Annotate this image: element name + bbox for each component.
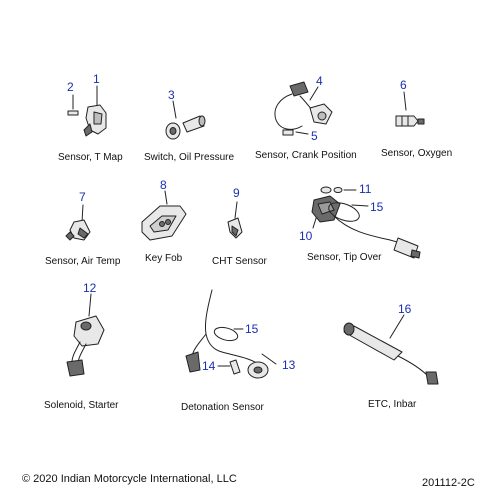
detonation-sensor-drawing bbox=[185, 289, 277, 379]
caption-air-temp-sensor: Sensor, Air Temp bbox=[45, 256, 121, 267]
drawing-id: 201112-2C bbox=[422, 477, 475, 489]
callout-15-detonation: 15 bbox=[245, 322, 259, 336]
copyright-notice: © 2020 Indian Motorcycle International, … bbox=[22, 473, 237, 485]
callout-16: 16 bbox=[398, 302, 412, 316]
callout-11: 11 bbox=[359, 182, 372, 196]
callout-15-tip-over: 15 bbox=[370, 200, 384, 214]
key-fob-drawing bbox=[141, 190, 187, 241]
caption-cht-sensor: CHT Sensor bbox=[212, 256, 267, 267]
starter-solenoid-drawing bbox=[66, 293, 105, 377]
callout-7: 7 bbox=[79, 190, 86, 204]
crank-position-sensor-drawing bbox=[274, 81, 333, 136]
tip-over-sensor-drawing bbox=[311, 186, 421, 259]
caption-key-fob: Key Fob bbox=[145, 253, 183, 264]
caption-starter-solenoid: Solenoid, Starter bbox=[44, 400, 119, 411]
callout-9: 9 bbox=[233, 186, 240, 200]
air-temp-sensor-drawing bbox=[65, 204, 91, 241]
callout-10: 10 bbox=[299, 229, 313, 243]
callout-8: 8 bbox=[160, 178, 167, 192]
etc-inbar-drawing bbox=[343, 314, 439, 385]
cht-sensor-drawing bbox=[227, 201, 243, 239]
oil-pressure-switch-drawing bbox=[165, 100, 206, 140]
caption-etc-inbar: ETC, Inbar bbox=[368, 399, 417, 410]
caption-t-map-sensor: Sensor, T Map bbox=[58, 152, 123, 163]
callout-6: 6 bbox=[400, 78, 407, 92]
caption-oxygen-sensor: Sensor, Oxygen bbox=[381, 148, 453, 159]
caption-detonation-sensor: Detonation Sensor bbox=[181, 402, 264, 413]
callout-3: 3 bbox=[168, 88, 175, 102]
callout-4: 4 bbox=[316, 74, 323, 88]
caption-oil-pressure-switch: Switch, Oil Pressure bbox=[144, 152, 235, 163]
callout-2: 2 bbox=[67, 80, 74, 94]
caption-tip-over-sensor: Sensor, Tip Over bbox=[307, 252, 382, 263]
oxygen-sensor-drawing bbox=[395, 91, 425, 127]
callout-14: 14 bbox=[202, 359, 216, 373]
t-map-sensor-drawing bbox=[67, 85, 107, 137]
callout-13: 13 bbox=[282, 358, 296, 372]
callout-12: 12 bbox=[83, 281, 97, 295]
callout-1: 1 bbox=[93, 72, 100, 86]
callout-5: 5 bbox=[311, 129, 318, 143]
caption-crank-position-sensor: Sensor, Crank Position bbox=[255, 150, 357, 161]
